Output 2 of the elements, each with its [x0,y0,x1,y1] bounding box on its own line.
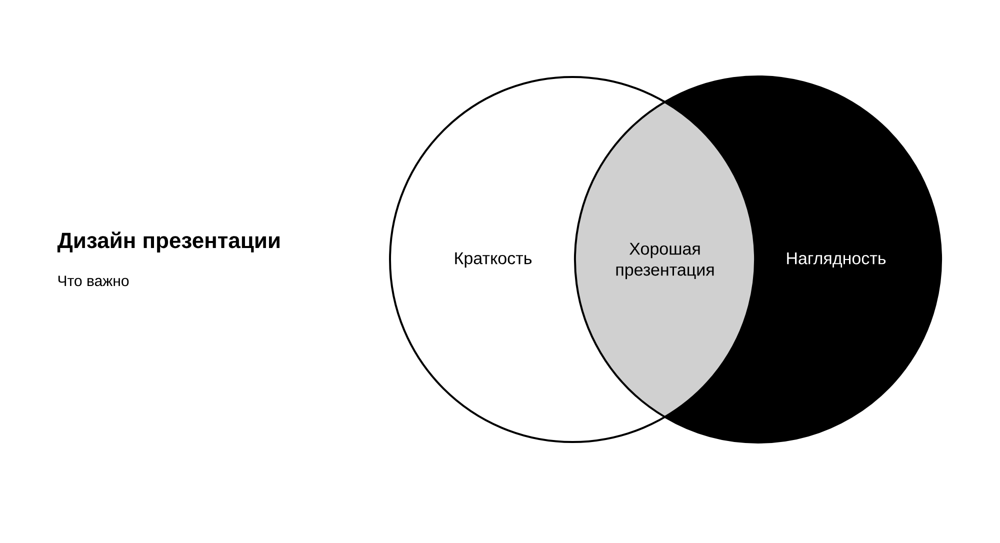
subtitle: Что важно [58,276,129,286]
title: Дизайн презентации [57,232,280,253]
